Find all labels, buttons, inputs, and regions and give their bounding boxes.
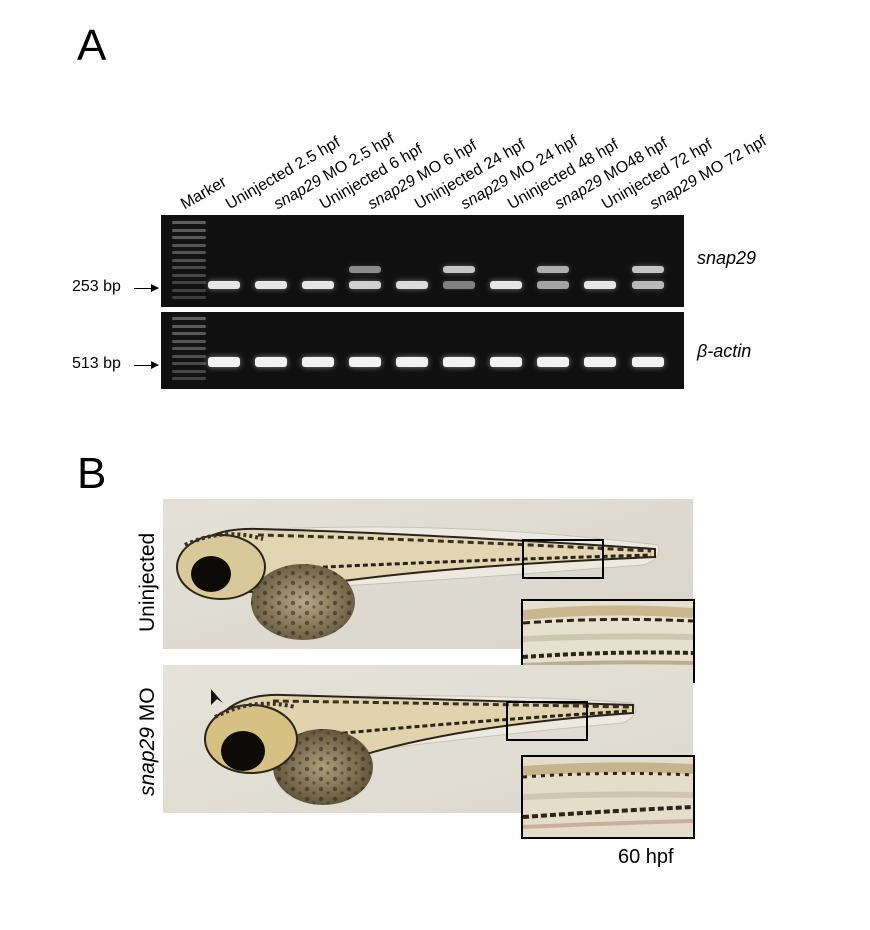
inset-box-uninjected [522,539,604,579]
marker-band [172,266,206,269]
marker-band [172,362,206,365]
marker-band [172,281,206,284]
pcr-band-snap29 [443,281,475,289]
gel-snap29 [161,215,684,307]
pcr-band-snap29 [255,281,287,289]
marker-band [172,296,206,299]
marker-band [172,324,206,328]
pcr-band-upper [443,266,475,273]
pcr-band-beta-actin [632,357,664,367]
pcr-band-beta-actin [208,357,240,367]
pcr-band-beta-actin [255,357,287,367]
marker-band [172,228,206,232]
marker-band [172,369,206,373]
arrow-253bp [134,284,159,292]
micrograph-snap29-mo [163,665,693,813]
pcr-band-snap29 [396,281,428,289]
marker-band [172,273,206,277]
panel-a-letter: A [77,21,107,70]
pcr-band-snap29 [632,281,664,289]
gel-beta-actin [161,312,684,389]
pcr-band-snap29 [584,281,616,289]
pcr-band-beta-actin [302,357,334,367]
pcr-band-beta-actin [490,357,522,367]
marker-band [172,236,206,239]
marker-band [172,251,206,254]
arrowhead-icon [211,689,223,705]
pcr-band-snap29 [537,281,569,289]
lane-label: Marker [178,173,230,214]
pcr-band-snap29 [302,281,334,289]
arrow-513bp [134,361,159,369]
row-label-uninjected: Uninjected [136,532,159,632]
marker-band [172,332,206,335]
size-label-253bp: 253 bp [72,278,121,295]
gene-label-beta-actin: β-actin [697,341,752,361]
pcr-band-snap29 [349,281,381,289]
pcr-band-snap29 [208,281,240,289]
row-label-snap29-mo: snap29 MO [136,687,159,796]
pcr-band-beta-actin [349,357,381,367]
pcr-band-beta-actin [584,357,616,367]
marker-band [172,339,206,343]
inset-box-snap29-mo [506,701,588,741]
inset-snap29-mo [521,755,695,839]
gene-label-snap29: snap29 [697,248,757,268]
marker-band [172,221,206,224]
marker-band [172,347,206,350]
pcr-band-snap29 [490,281,522,289]
panel-b-letter: B [77,449,107,498]
marker-band [172,243,206,247]
pcr-band-beta-actin [396,357,428,367]
micrograph-uninjected [163,499,693,649]
pcr-band-upper [537,266,569,273]
pcr-band-beta-actin [443,357,475,367]
marker-band [172,377,206,380]
pcr-band-upper [632,266,664,273]
marker-band [172,354,206,358]
marker-band [172,288,206,292]
marker-band [172,258,206,262]
pcr-band-beta-actin [537,357,569,367]
pcr-band-upper [349,266,381,273]
size-label-513bp: 513 bp [72,355,121,372]
marker-band [172,317,206,320]
timepoint-label: 60 hpf [618,846,674,868]
